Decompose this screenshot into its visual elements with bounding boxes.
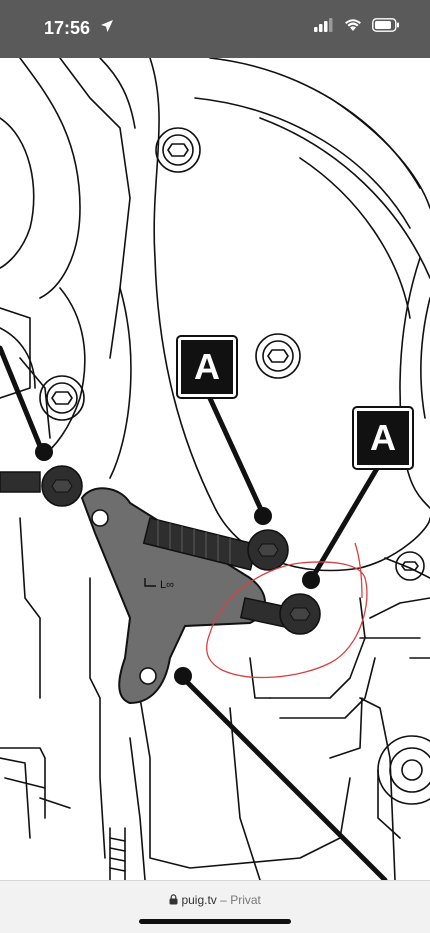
status-bar: 17:56: [0, 0, 430, 58]
home-indicator[interactable]: [139, 919, 291, 924]
assembly-illustration: L∞ A A: [0, 58, 430, 880]
lock-icon: [169, 893, 181, 907]
bolt-long: [142, 517, 289, 571]
bolt-short: [239, 593, 321, 635]
status-icons: [314, 18, 400, 37]
url-display[interactable]: puig.tv – Privat: [0, 893, 430, 907]
bracket-shape: [80, 487, 266, 705]
callout-a-upper: A: [178, 337, 236, 397]
private-mode-label: Privat: [230, 893, 261, 907]
bolt-left: [0, 465, 83, 507]
browser-bottom-bar[interactable]: puig.tv – Privat: [0, 880, 430, 933]
callout-a-right: A: [354, 408, 412, 468]
url-domain: puig.tv: [181, 893, 217, 907]
engine-line-drawing: L∞: [0, 58, 430, 880]
wifi-icon: [344, 18, 362, 37]
bracket-marking: L∞: [160, 579, 174, 591]
status-time: 17:56: [44, 18, 91, 38]
cellular-signal-icon: [314, 18, 334, 37]
battery-icon: [372, 18, 400, 37]
location-arrow-icon: [100, 19, 114, 38]
url-separator: –: [220, 893, 227, 907]
red-annotation-circle: [206, 542, 368, 679]
